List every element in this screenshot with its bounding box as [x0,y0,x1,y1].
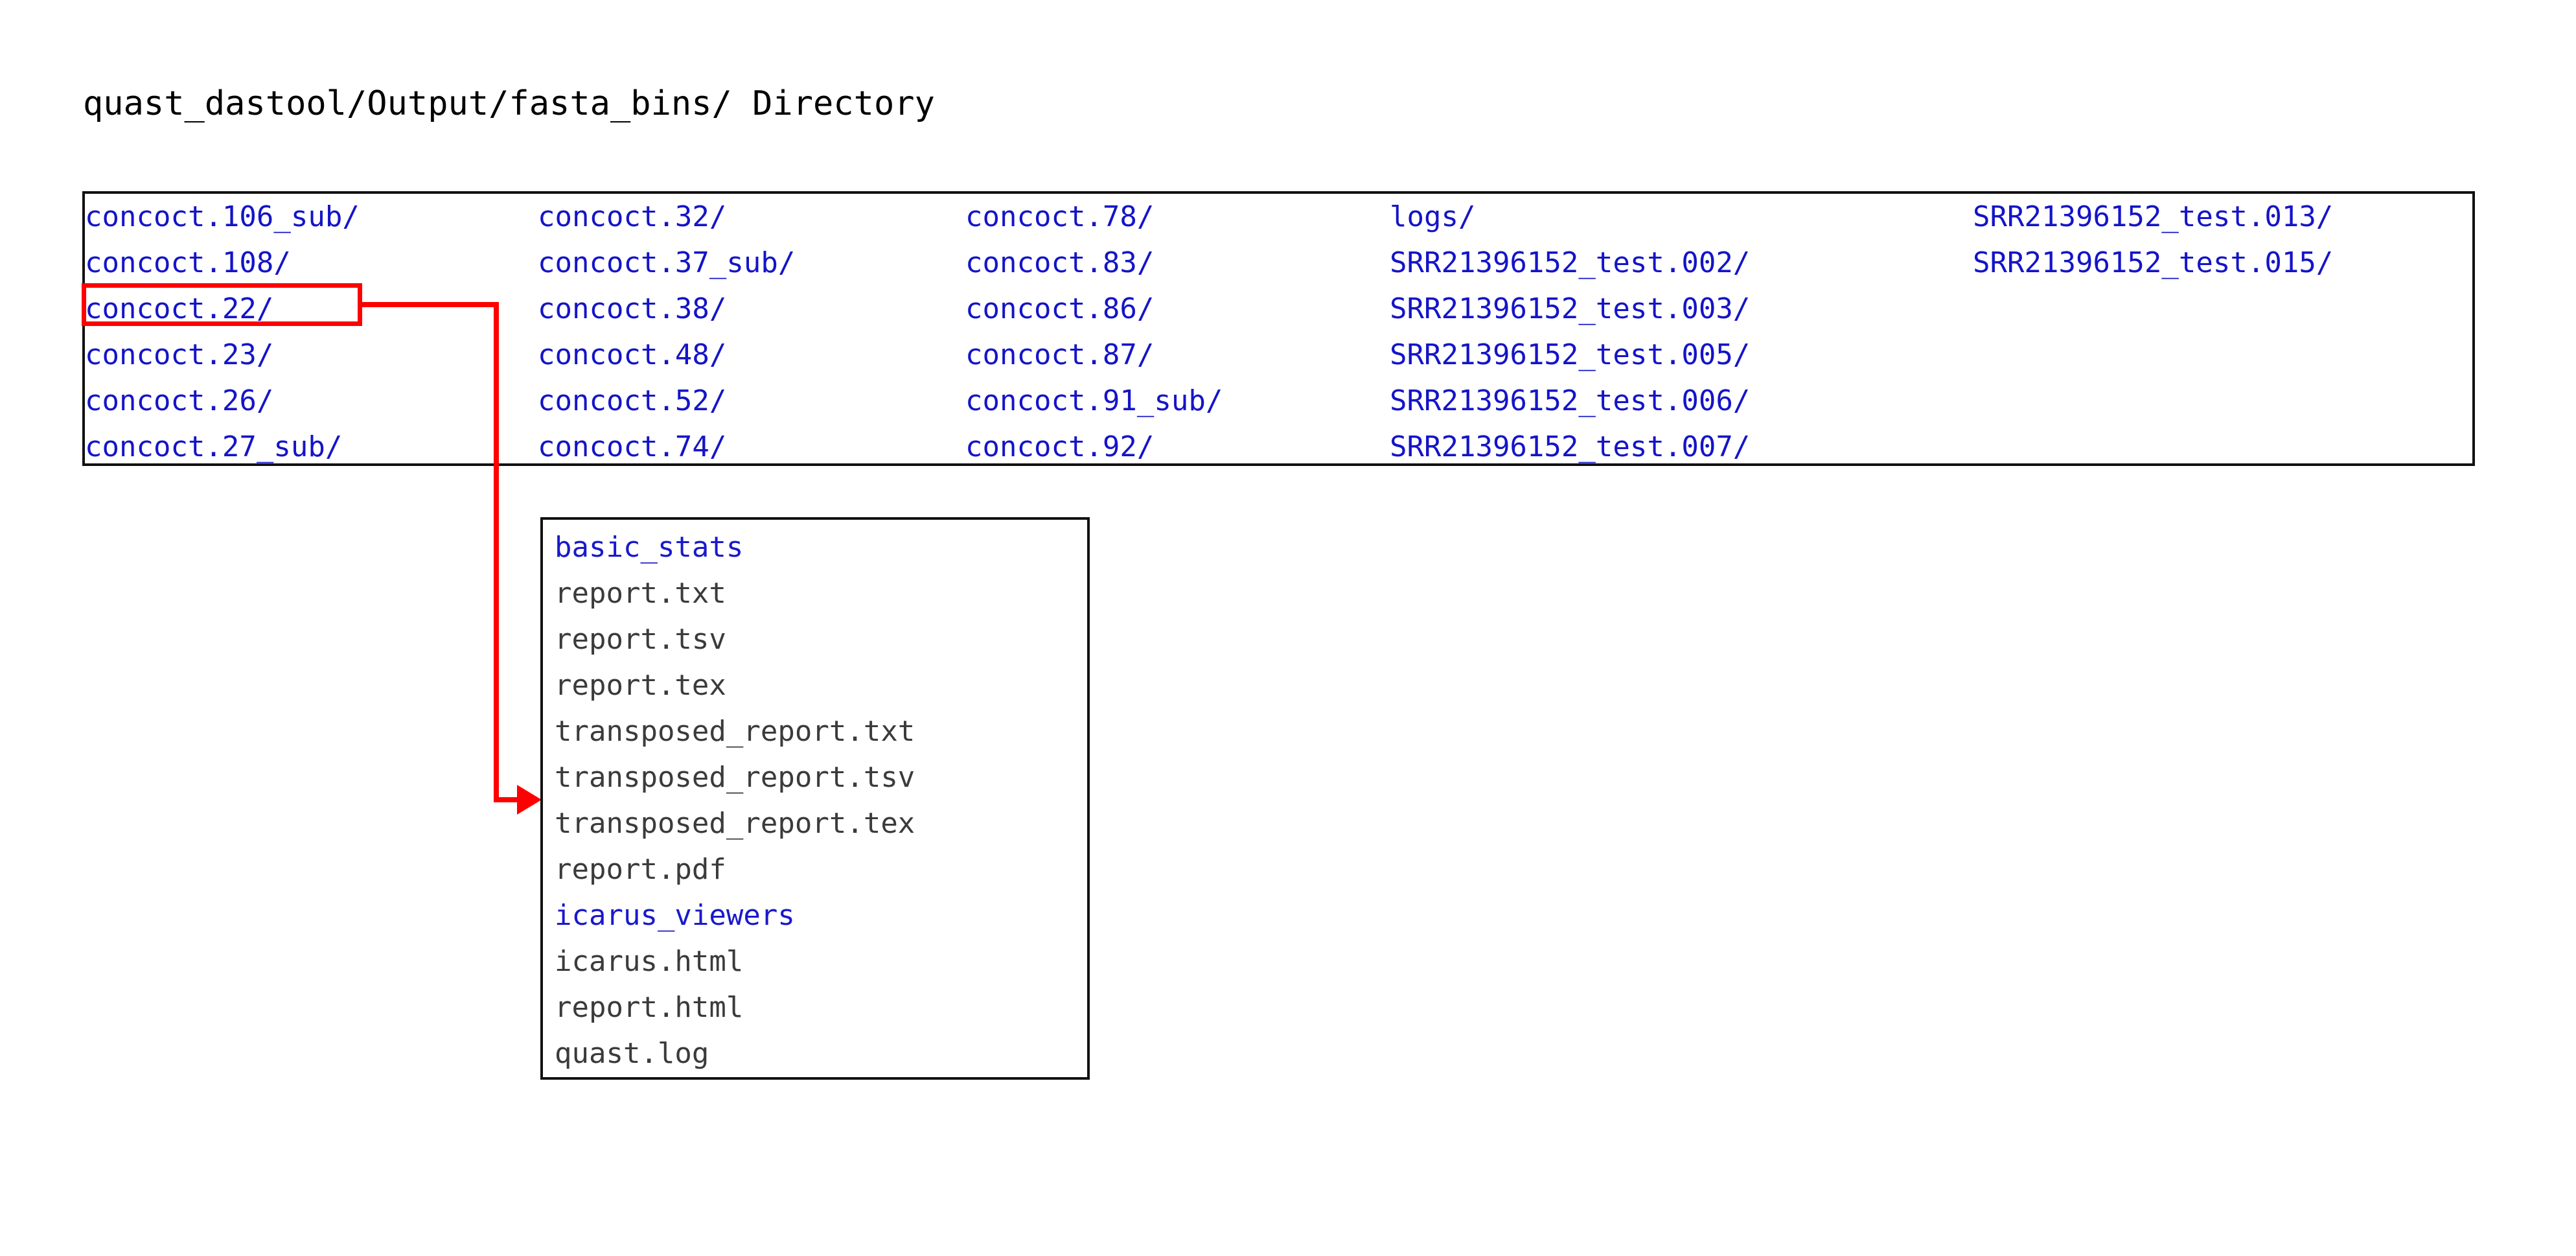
directory-entry[interactable]: concoct.92/ [965,430,1155,463]
expanded-entry-file[interactable]: icarus.html [555,945,744,978]
directory-entry[interactable]: SRR21396152_test.005/ [1390,338,1751,371]
expanded-directory-box: basic_stats report.txt report.tsv report… [540,517,1090,1080]
directory-entry[interactable]: concoct.78/ [965,200,1155,233]
directory-entry-empty [1973,286,2472,332]
directory-entry[interactable]: concoct.27_sub/ [85,430,343,463]
directory-entry[interactable]: concoct.86/ [965,292,1155,325]
directory-column-3: concoct.78/ concoct.83/ concoct.86/ conc… [965,194,1390,463]
directory-entry-empty [1973,332,2472,378]
directory-column-1: concoct.106_sub/ concoct.108/ concoct.22… [85,194,538,463]
directory-entry-empty [1973,424,2472,463]
directory-entry[interactable]: SRR21396152_test.015/ [1973,246,2334,279]
directory-entry[interactable]: concoct.83/ [965,246,1155,279]
directory-entry[interactable]: concoct.52/ [538,384,727,417]
directory-entry[interactable]: concoct.48/ [538,338,727,371]
directory-entry[interactable]: concoct.87/ [965,338,1155,371]
directory-entry[interactable]: concoct.106_sub/ [85,200,360,233]
directory-entry[interactable]: concoct.23/ [85,338,274,371]
directory-entry[interactable]: concoct.91_sub/ [965,384,1223,417]
directory-entry[interactable]: concoct.32/ [538,200,727,233]
directory-listing-box: concoct.106_sub/ concoct.108/ concoct.22… [82,191,2475,466]
directory-column-4: logs/ SRR21396152_test.002/ SRR21396152_… [1390,194,1973,463]
arrowhead-icon [517,785,542,815]
expanded-entry-file[interactable]: transposed_report.tex [555,807,915,840]
expanded-entry-file[interactable]: report.tex [555,669,726,702]
directory-entry[interactable]: SRR21396152_test.007/ [1390,430,1751,463]
expanded-entry-file[interactable]: quast.log [555,1037,709,1070]
expanded-entry-directory[interactable]: basic_stats [555,531,744,564]
expanded-entry-file[interactable]: transposed_report.txt [555,715,915,748]
expanded-entry-file[interactable]: transposed_report.tsv [555,761,915,794]
directory-entry[interactable]: concoct.108/ [85,246,291,279]
directory-entry-empty [1973,378,2472,424]
expanded-entry-file[interactable]: report.tsv [555,623,726,656]
directory-entry-highlighted[interactable]: concoct.22/ [85,292,274,325]
directory-entry[interactable]: SRR21396152_test.002/ [1390,246,1751,279]
expanded-directory-list: basic_stats report.txt report.tsv report… [555,524,915,1076]
directory-column-2: concoct.32/ concoct.37_sub/ concoct.38/ … [538,194,965,463]
page-title: quast_dastool/Output/fasta_bins/ Directo… [83,84,935,123]
expanded-entry-directory[interactable]: icarus_viewers [555,899,795,932]
expanded-entry-file[interactable]: report.html [555,991,744,1024]
expanded-entry-file[interactable]: report.txt [555,577,726,610]
directory-entry[interactable]: SRR21396152_test.006/ [1390,384,1751,417]
directory-entry[interactable]: concoct.26/ [85,384,274,417]
directory-entry[interactable]: concoct.38/ [538,292,727,325]
directory-entry[interactable]: logs/ [1390,200,1476,233]
directory-entry[interactable]: concoct.74/ [538,430,727,463]
directory-entry[interactable]: SRR21396152_test.003/ [1390,292,1751,325]
directory-entry[interactable]: SRR21396152_test.013/ [1973,200,2334,233]
directory-entry[interactable]: concoct.37_sub/ [538,246,796,279]
expanded-entry-file[interactable]: report.pdf [555,853,726,886]
directory-column-5: SRR21396152_test.013/ SRR21396152_test.0… [1973,194,2472,463]
